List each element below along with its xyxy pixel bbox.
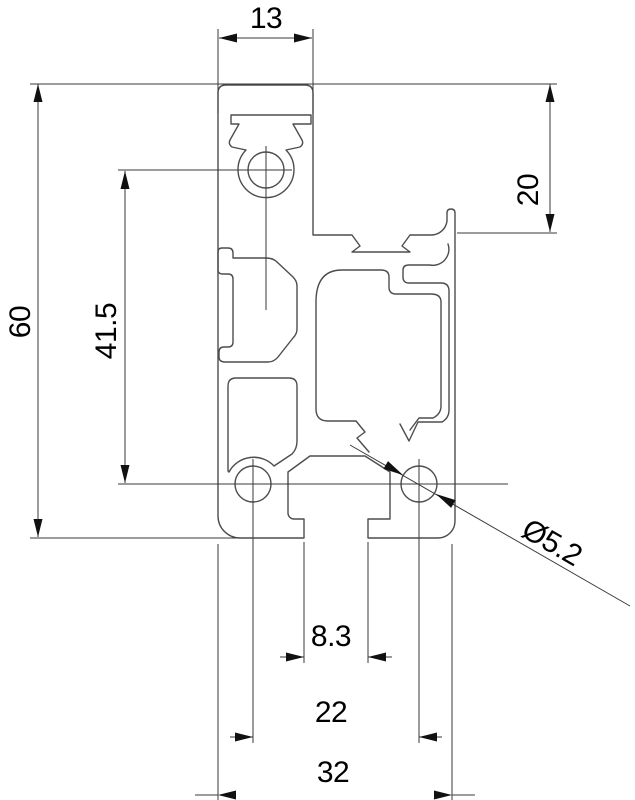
arrow-leader-upper [383,461,403,475]
dimension-13: 13 [219,2,312,43]
arrow-8p3-left [286,652,304,662]
dim-13-label: 13 [250,2,282,35]
dim-8p3-label: 8.3 [311,620,351,653]
dimension-20: 20 [512,84,555,232]
arrow-leader-lower [436,494,456,508]
dimension-41p5: 41.5 [90,171,130,483]
arrow-41p5-top [120,171,130,189]
arrow-22-right [419,732,437,742]
arrow-20-bottom [545,214,555,232]
dim-32-label: 32 [317,756,349,789]
dim-60-label: 60 [4,306,37,338]
dim-41p5-label: 41.5 [90,303,123,359]
dim-20-label: 20 [512,174,545,206]
dim-22-label: 22 [315,696,347,729]
tongue-screw-channel [228,114,312,199]
dimension-22: 22 [230,696,442,742]
arrow-13-left [219,33,237,43]
dimension-60: 60 [4,84,43,537]
central-cavity [315,269,442,453]
arrow-41p5-bottom [120,465,130,483]
arrow-8p3-right [368,652,386,662]
dimension-diameter-5p2: Ø5.2 [349,444,631,607]
dim-diameter-label: Ø5.2 [516,513,587,573]
extension-and-center-lines [30,29,557,800]
arrow-20-top [545,84,555,102]
right-hook-channel [399,243,450,442]
arrow-60-bottom [33,519,43,537]
profile-outer-contour [217,84,456,539]
arrow-32-right [434,790,452,800]
arrow-60-top [33,84,43,102]
upper-left-cavity [217,247,298,363]
lower-left-cavity [227,377,298,473]
dimension-8p3: 8.3 [280,620,392,662]
arrow-22-left [235,732,253,742]
arrow-13-right [294,33,312,43]
dimension-32: 32 [195,756,475,800]
arrow-32-left [218,790,236,800]
